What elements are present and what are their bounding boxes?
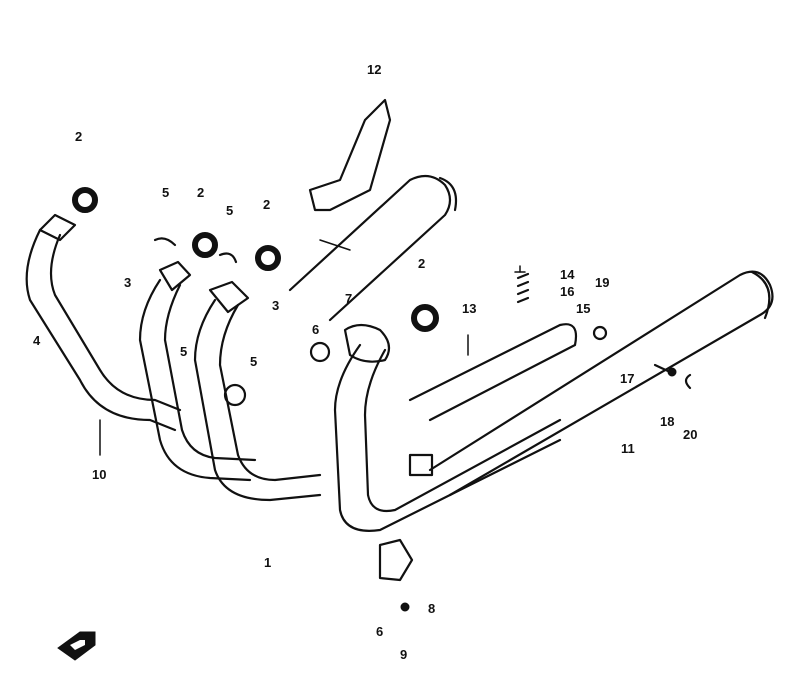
clip-20	[684, 373, 692, 390]
gasket-2b	[192, 232, 218, 258]
callout-2: 2	[197, 185, 205, 200]
callout-1: 1	[264, 555, 272, 570]
callout-18: 18	[660, 414, 675, 429]
gasket-2c	[255, 245, 281, 271]
callout-11: 11	[621, 441, 635, 456]
callout-6: 6	[312, 322, 320, 337]
bolt-14	[514, 265, 526, 273]
callout-14: 14	[560, 267, 575, 282]
callout-5: 5	[250, 354, 258, 369]
callout-5: 5	[162, 185, 170, 200]
muffler-right	[428, 270, 774, 497]
callout-8: 8	[428, 601, 436, 616]
callout-5: 5	[180, 344, 188, 359]
muffler-left	[288, 174, 458, 322]
callout-3: 3	[124, 275, 132, 290]
bracket-12	[308, 98, 392, 212]
callout-16: 16	[560, 284, 575, 299]
callout-9: 9	[400, 647, 408, 662]
callout-4: 4	[33, 333, 41, 348]
callout-13: 13	[462, 301, 477, 316]
callout-12: 12	[367, 62, 382, 77]
spring-16	[516, 272, 530, 304]
clamp-parts	[153, 237, 434, 582]
callout-2: 2	[418, 256, 426, 271]
exhaust-pipe-2	[138, 260, 257, 482]
callout-20: 20	[683, 427, 698, 442]
bolt-18	[653, 363, 677, 377]
callout-17: 17	[620, 371, 635, 386]
exhaust-pipe-3	[193, 280, 322, 502]
callout-15: 15	[576, 301, 591, 316]
callout-10: 10	[92, 467, 107, 482]
callout-3: 3	[272, 298, 280, 313]
exhaust-pipe-4	[333, 323, 562, 532]
callout-6: 6	[376, 624, 384, 639]
callout-5: 5	[226, 203, 234, 218]
callout-2: 2	[263, 197, 271, 212]
washer-19	[592, 325, 608, 341]
gasket-2a	[72, 187, 98, 213]
exhaust-pipe-10	[25, 213, 182, 456]
front-direction-arrow-icon	[57, 631, 96, 661]
callout-2: 2	[75, 129, 83, 144]
callout-19: 19	[595, 275, 610, 290]
bolt-9	[400, 602, 410, 612]
gasket-2d	[411, 304, 439, 332]
callout-7: 7	[345, 291, 353, 306]
collector-pipe-13	[408, 323, 578, 422]
